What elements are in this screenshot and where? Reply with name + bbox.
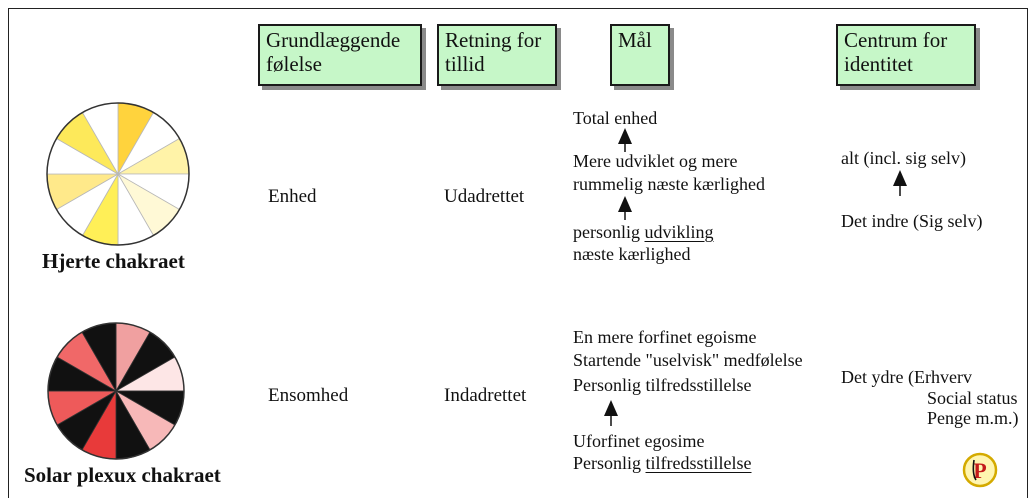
solar-center-line2: Social status [927, 388, 1018, 408]
heart-center-top: alt (incl. sig selv) [841, 148, 966, 168]
header-basic-feeling: Grundlæggende følelse [258, 24, 422, 86]
solar-plexus-label: Solar plexux chakraet [24, 463, 221, 487]
solar-goal-top-line3: Personlig tilfredsstillelse [573, 375, 752, 395]
heart-goal-top: Total enhed [573, 108, 658, 128]
heart-goal-bottom-line2: næste kærlighed [573, 244, 691, 264]
header-direction-line1: Retning for [445, 28, 542, 52]
header-center-line1: Centrum for [844, 28, 948, 52]
solar-goal-bottom-line1: Uforfinet egosime [573, 431, 705, 451]
solar-center-main: Det ydre (Erhverv [841, 367, 972, 387]
up-arrow-icon [604, 400, 618, 426]
jp-logo-icon: P [962, 452, 998, 488]
heart-basic-feeling: Enhed [268, 186, 317, 207]
diagram-frame [8, 8, 1028, 498]
wheel-outline [47, 322, 185, 460]
solar-basic-feeling: Ensomhed [268, 385, 349, 406]
header-direction: Retning for tillid [437, 24, 557, 86]
header-basic-feeling-line2: følelse [266, 52, 322, 76]
header-direction-line2: tillid [445, 52, 485, 76]
header-goal-line1: Mål [618, 28, 652, 52]
solar-center-line3: Penge m.m.) [927, 408, 1019, 428]
heart-center-bottom: Det indre (Sig selv) [841, 211, 983, 231]
header-goal: Mål [610, 24, 670, 86]
solar-direction: Indadrettet [444, 385, 527, 406]
header-center-line2: identitet [844, 52, 913, 76]
heart-goal-bottom-line1: personlig udvikling [573, 221, 714, 244]
up-arrow-icon [618, 128, 632, 152]
header-center: Centrum for identitet [836, 24, 976, 86]
up-arrow-icon [893, 170, 907, 196]
solar-plexus-wheel [47, 322, 185, 460]
solar-goal-bottom-prefix: Personlig [573, 453, 646, 473]
heart-direction: Udadrettet [444, 186, 525, 207]
up-arrow-icon [618, 196, 632, 220]
heart-chakra-label: Hjerte chakraet [42, 249, 185, 273]
heart-goal-middle-line1: Mere udviklet og mere [573, 151, 738, 171]
heart-chakra-wheel [46, 102, 190, 246]
heart-goal-middle-line2: rummelig næste kærlighed [573, 174, 765, 194]
solar-goal-top-line1: En mere forfinet egoisme [573, 327, 757, 347]
heart-goal-bottom-underlined: udvikling [644, 222, 714, 242]
solar-goal-bottom-line2: Personlig tilfredsstillelse [573, 452, 752, 475]
wheel-outline [46, 102, 190, 246]
logo-letter: P [973, 458, 986, 483]
header-basic-feeling-line1: Grundlæggende [266, 28, 401, 52]
heart-goal-bottom-prefix: personlig [573, 222, 645, 242]
solar-goal-bottom-underlined: tilfredsstillelse [645, 453, 752, 473]
solar-goal-top-line2: Startende "uselvisk" medfølelse [573, 350, 803, 370]
